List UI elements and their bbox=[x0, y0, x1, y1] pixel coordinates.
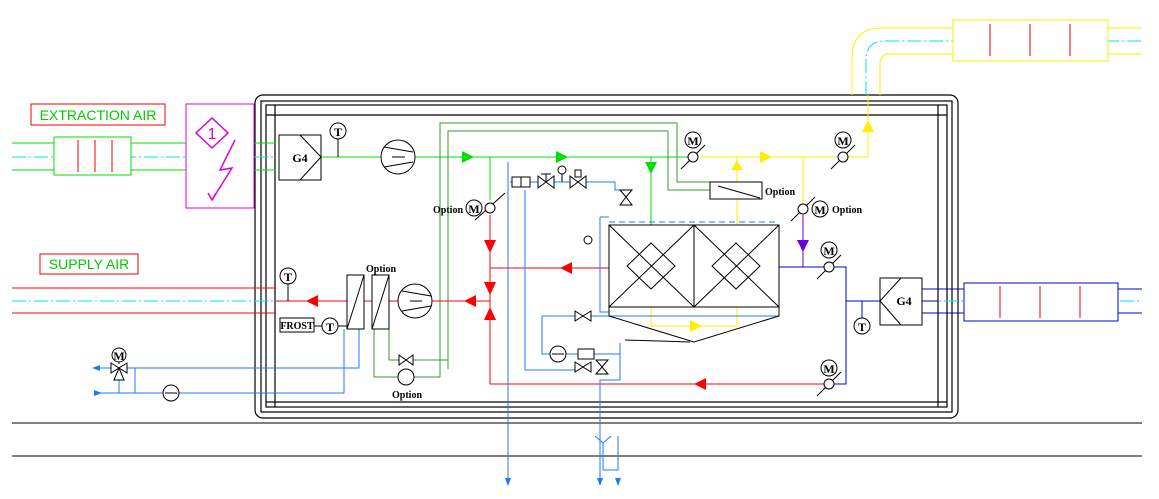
supply-duct bbox=[12, 287, 276, 314]
extraction-air-label: EXTRACTION AIR bbox=[40, 107, 157, 123]
svg-text:T: T bbox=[334, 125, 342, 139]
water-arrows bbox=[92, 365, 621, 486]
zone-number: 1 bbox=[208, 126, 217, 143]
outdoor-duct bbox=[922, 282, 1142, 322]
valve-icon bbox=[397, 165, 634, 386]
option-label: Option bbox=[832, 205, 862, 216]
svg-text:T: T bbox=[326, 320, 334, 334]
frost-box bbox=[279, 317, 315, 333]
supply-filter bbox=[879, 277, 923, 326]
supply-air-label-box bbox=[39, 253, 139, 275]
temp-sensor-icon: T bbox=[314, 317, 347, 335]
heating-loop bbox=[373, 122, 710, 378]
extract-filter bbox=[278, 134, 322, 181]
outdoor-air-line bbox=[779, 266, 938, 385]
temp-sensor-icon: T bbox=[329, 122, 347, 157]
motor-label: M bbox=[837, 134, 848, 148]
flow-arrows-yellow bbox=[690, 120, 874, 332]
damper-motor-icon bbox=[465, 192, 506, 221]
flow-arrows-green bbox=[462, 151, 657, 174]
heat-exchanger bbox=[608, 224, 780, 343]
cooling-coil bbox=[371, 274, 390, 330]
motor-label: M bbox=[823, 244, 834, 258]
svg-text:T: T bbox=[858, 320, 866, 334]
damper-motor-icon bbox=[680, 131, 706, 170]
flow-arrows-red bbox=[306, 240, 706, 390]
option-label: Option bbox=[765, 187, 795, 198]
damper-motor-icon bbox=[790, 196, 829, 222]
extract-air-line bbox=[321, 156, 690, 225]
motor-label: M bbox=[687, 134, 698, 148]
damper-motor-icon bbox=[816, 241, 842, 280]
damper-motor-icon bbox=[830, 131, 856, 170]
svg-text:T: T bbox=[284, 270, 292, 284]
drain-trap bbox=[594, 435, 619, 471]
damper-motor-icon bbox=[816, 359, 842, 397]
extraction-duct bbox=[12, 136, 276, 176]
temp-sensor-icon: T bbox=[279, 267, 297, 301]
motor-label: M bbox=[814, 203, 825, 217]
flow-arrow-violet bbox=[797, 240, 809, 252]
option-label: Option bbox=[433, 205, 463, 216]
zone-marker bbox=[185, 103, 255, 209]
valve-motor-icon bbox=[110, 347, 128, 381]
frost-label: FROST bbox=[280, 321, 314, 332]
temp-sensor-icon: T bbox=[853, 317, 871, 335]
motor-label: M bbox=[113, 349, 124, 363]
extract-fan-icon bbox=[380, 139, 416, 175]
motor-label: M bbox=[823, 362, 834, 376]
supply-air-label: SUPPLY AIR bbox=[49, 256, 129, 272]
option-label: Option bbox=[366, 264, 396, 275]
supply-filter-label: G4 bbox=[896, 294, 911, 308]
ground-lines bbox=[12, 422, 1142, 457]
extraction-air-label-box bbox=[30, 103, 166, 126]
unit-casing bbox=[254, 94, 959, 419]
heat-recovery-option-icon bbox=[709, 181, 763, 200]
heating-coil bbox=[346, 274, 365, 330]
exhaust-duct bbox=[851, 19, 1142, 95]
option-label: Option bbox=[392, 390, 422, 401]
motor-label: M bbox=[468, 202, 479, 216]
supply-fan-icon bbox=[397, 283, 433, 319]
extract-filter-label: G4 bbox=[292, 151, 307, 165]
